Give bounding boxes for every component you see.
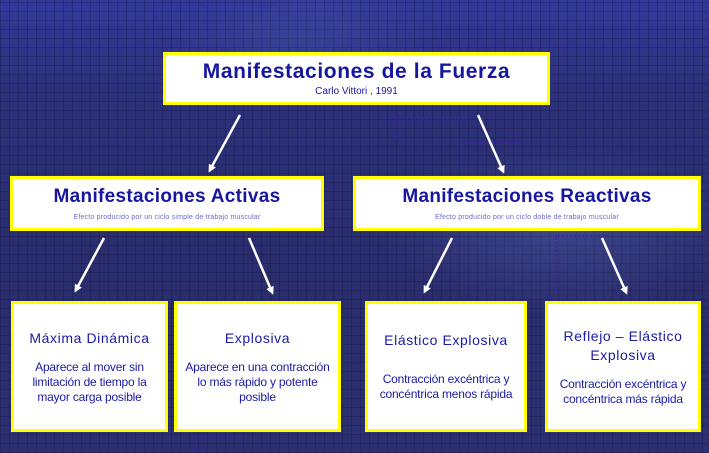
branch-reactivas-title: Manifestaciones Reactivas xyxy=(402,186,652,207)
grid-decoration xyxy=(195,436,252,452)
branch-reactivas: Manifestaciones Reactivas Efecto produci… xyxy=(353,176,701,231)
grid-decoration xyxy=(555,235,607,292)
branch-activas-subtitle: Efecto producido por un ciclo simple de … xyxy=(73,214,261,221)
leaf-explosiva: Explosiva Aparece en una contracción lo … xyxy=(174,301,341,432)
branch-activas-title: Manifestaciones Activas xyxy=(53,186,281,207)
arrow-root-to-reactivas xyxy=(476,114,505,174)
root-title: Manifestaciones de la Fuerza xyxy=(202,60,511,83)
grid-decoration xyxy=(395,118,467,138)
leaf-reflejo-elastico-explosiva: Reflejo – Elástico Explosiva Contracción… xyxy=(545,301,701,432)
arrow-reactivas-to-elastico xyxy=(423,237,454,294)
grid-decoration xyxy=(155,4,277,20)
arrow-activas-to-maxima xyxy=(74,237,106,293)
branch-reactivas-subtitle: Efecto producido por un ciclo doble de t… xyxy=(435,214,619,221)
leaf-elastico-explosiva: Elástico Explosiva Contracción excéntric… xyxy=(365,301,527,432)
root-node: Manifestaciones de la Fuerza Carlo Vitto… xyxy=(163,52,550,105)
arrow-activas-to-explosiva xyxy=(247,237,274,295)
leaf-title: Máxima Dinámica xyxy=(29,329,150,346)
leaf-title: Reflejo – Elástico Explosiva xyxy=(563,327,683,363)
grid-decoration xyxy=(5,4,92,20)
arrow-reactivas-to-reflejo xyxy=(600,237,628,295)
leaf-title: Explosiva xyxy=(224,329,291,346)
leaf-description: Aparece en una contracción lo más rápido… xyxy=(185,359,330,404)
root-subtitle: Carlo Vittori , 1991 xyxy=(315,86,398,97)
leaf-title: Elástico Explosiva xyxy=(384,332,508,348)
leaf-description: Aparece al mover sin limitación de tiemp… xyxy=(32,359,147,404)
leaf-maxima-dinamica: Máxima Dinámica Aparece al mover sin lim… xyxy=(11,301,168,432)
leaf-description: Contracción excéntrica y concéntrica men… xyxy=(379,372,513,401)
arrow-root-to-activas xyxy=(208,114,242,173)
leaf-description: Contracción excéntrica y concéntrica más… xyxy=(559,376,687,406)
branch-activas: Manifestaciones Activas Efecto producido… xyxy=(10,176,324,231)
